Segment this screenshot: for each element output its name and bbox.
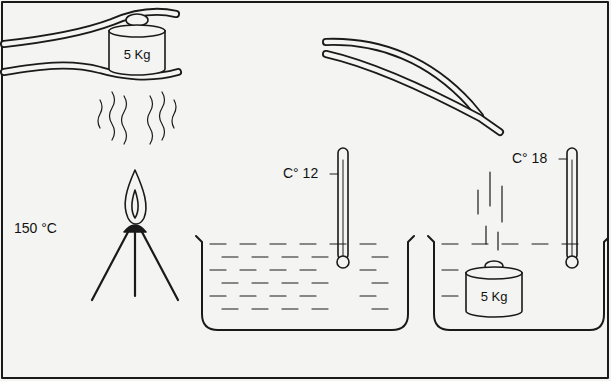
weight-block: 5 Kg [465, 266, 523, 318]
frame [2, 2, 608, 378]
thermometer-reading: C° 18 [510, 150, 549, 166]
weight-label: 5 Kg [124, 39, 151, 62]
weight-label: 5 Kg [481, 281, 508, 304]
beaker-warm [428, 148, 608, 330]
motion-lines [478, 172, 502, 250]
beaker-cold [196, 148, 414, 330]
burner [92, 170, 178, 300]
left-tongs [4, 12, 178, 77]
temperature-label: 150 °C [12, 220, 59, 236]
thermometer-reading: C° 12 [281, 165, 320, 181]
heat-waves [98, 92, 176, 144]
weight-block: 5 Kg [108, 24, 166, 76]
right-tongs [326, 42, 500, 132]
